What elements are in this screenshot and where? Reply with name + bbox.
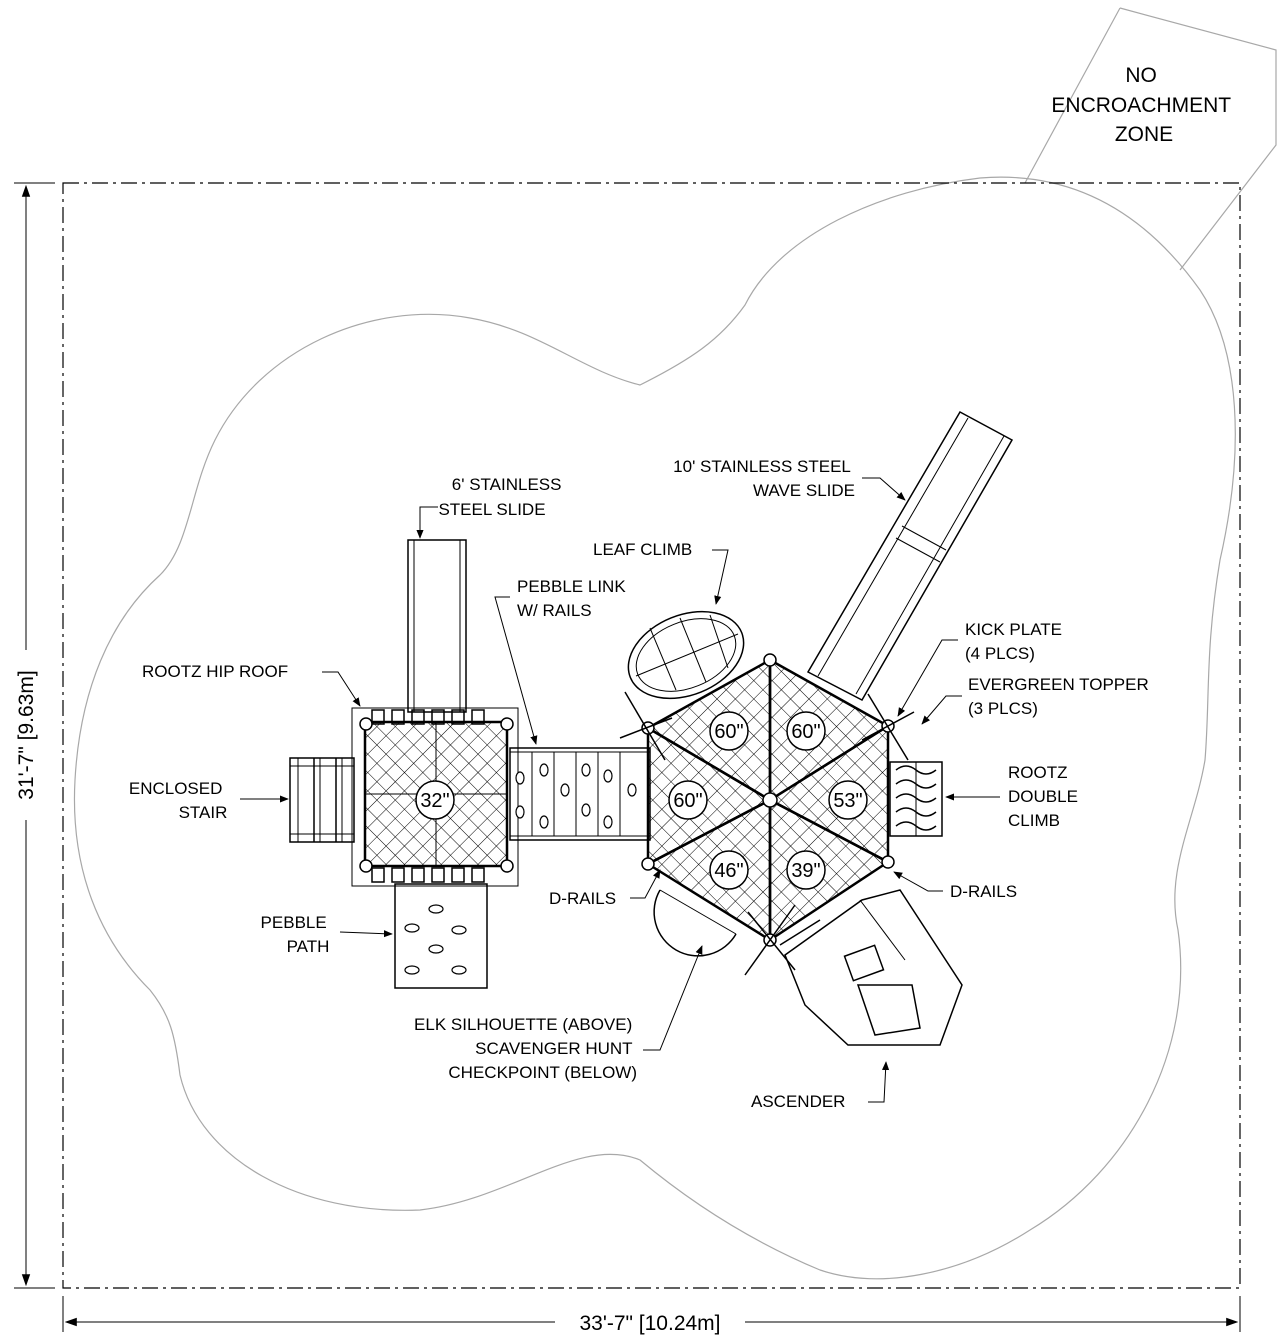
left-tower: 32" [289,539,519,989]
deck-height-53: 53" [833,790,862,812]
label-ten-foot-slide: 10' STAINLESS STEEL WAVE SLIDE [673,457,855,500]
deck-height-60-c: 60" [673,790,702,812]
site-boundary [62,182,1241,1289]
use-zone-outline [73,176,1236,1280]
rootz-double-climb [889,761,943,837]
label-six-foot-slide: 6' STAINLESS STEEL SLIDE [438,475,566,519]
height-dimension: 31'-7" [9.63m] [15,670,38,799]
pebble-link-bridge [509,747,651,841]
label-enclosed-stair: ENCLOSED STAIR [129,779,228,822]
label-ascender: ASCENDER [751,1092,845,1111]
pebble-path [394,883,488,989]
label-leaf-climb: LEAF CLIMB [593,540,692,559]
label-elk-silhouette: ELK SILHOUETTE (ABOVE) SCAVENGER HUNT CH… [414,1015,637,1082]
enclosed-stair [289,757,355,843]
deck-height-60-a: 60" [714,721,743,743]
deck-height-60-b: 60" [791,721,820,743]
no-encroachment-zone-outline [1024,7,1277,271]
width-dimension: 33'-7" [10.24m] [579,1312,720,1335]
elk-silhouette-panel [653,889,737,957]
deck-height-32: 32" [420,790,449,812]
label-pebble-link: PEBBLE LINK W/ RAILS [517,577,630,620]
deck-height-46: 46" [714,860,743,882]
leaf-climb [627,610,745,700]
callouts: 6' STAINLESS STEEL SLIDE 10' STAINLESS S… [129,457,1154,1111]
label-rootz-double-climb: ROOTZ DOUBLE CLIMB [1008,763,1083,830]
ten-foot-slide [806,410,1014,701]
six-foot-slide [407,539,467,713]
label-d-rails-right: D-RAILS [950,882,1017,901]
label-kick-plate: KICK PLATE (4 PLCS) [965,620,1067,663]
label-d-rails-left: D-RAILS [549,889,616,908]
label-rootz-hip-roof: ROOTZ HIP ROOF [142,662,288,681]
label-pebble-path: PEBBLE PATH [261,913,332,956]
right-tower: 60" 60" 60" 53" 46" 39" [619,410,1014,1046]
label-evergreen-topper: EVERGREEN TOPPER (3 PLCS) [968,675,1154,718]
deck-height-39: 39" [791,860,820,882]
no-encroachment-label: NO ENCROACHMENT ZONE [1051,64,1236,146]
ascender [779,889,963,1046]
